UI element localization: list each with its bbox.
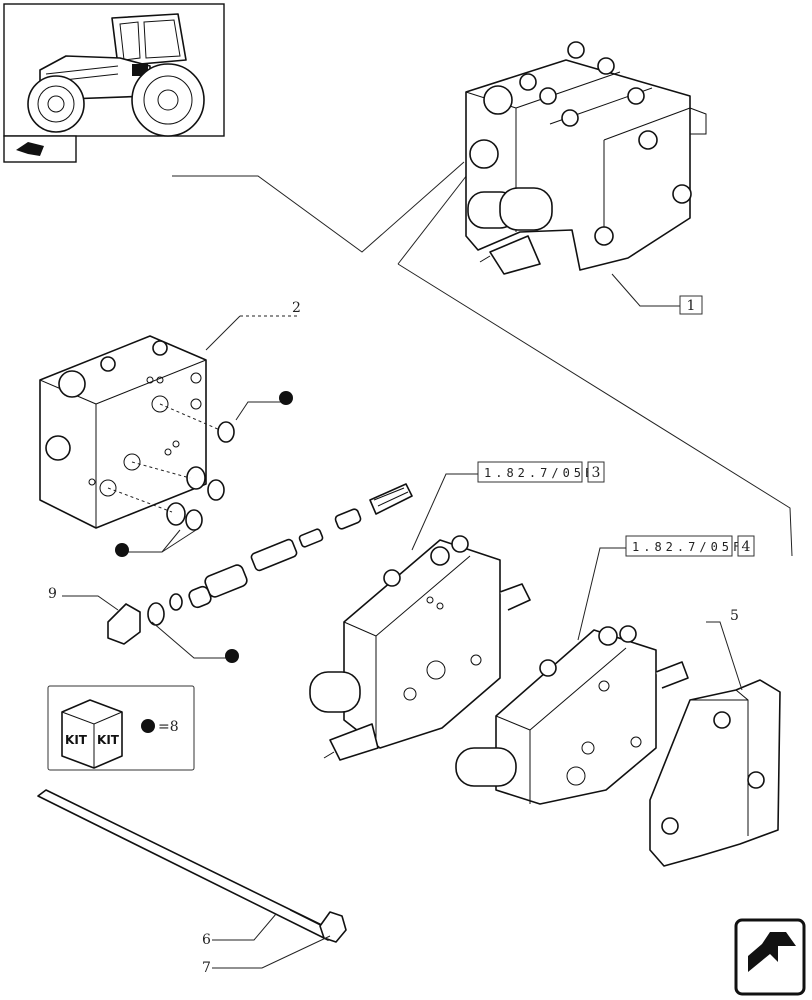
nut [319, 911, 347, 943]
callout-4: 4 [742, 539, 751, 555]
callout-6: 6 [202, 932, 211, 948]
callout-box-1 [679, 295, 703, 315]
valve-section-3 [309, 535, 531, 761]
kit-marker-icon [141, 719, 155, 733]
kit-legend: KIT KIT =8 [47, 685, 195, 771]
ref-box-3 [477, 461, 583, 483]
callout-7: 7 [202, 960, 211, 976]
callout-5: 5 [730, 608, 739, 624]
callout-box-4 [737, 535, 755, 557]
kit-marker-icon [279, 391, 293, 405]
reference-4: 1.82.7/05F [632, 540, 744, 554]
callout-9: 9 [48, 586, 57, 602]
kit-marker-icon [225, 649, 239, 663]
kit-label-right: KIT [97, 733, 120, 747]
spool-assembly [169, 483, 413, 611]
seal-rings [107, 403, 235, 531]
reference-3: 1.82.7/05E [484, 466, 596, 480]
end-plate [649, 679, 781, 867]
callout-3: 3 [592, 465, 601, 481]
valve-section-4 [455, 625, 689, 805]
callout-box-3 [587, 461, 605, 483]
next-page-button[interactable] [734, 918, 806, 996]
arrow-icon [748, 932, 796, 972]
kit-marker-icon [115, 543, 129, 557]
tractor-thumbnail [3, 3, 225, 163]
callout-1: 1 [687, 298, 696, 314]
valve-section-body [39, 335, 207, 529]
arrow-icon [16, 142, 44, 156]
ref-box-4 [625, 535, 733, 557]
plug-9 [107, 602, 165, 645]
kit-legend-value: =8 [158, 719, 179, 735]
valve-assembly [465, 41, 707, 275]
tie-rod [37, 789, 347, 943]
kit-label-left: KIT [65, 733, 88, 747]
callout-2: 2 [292, 300, 301, 316]
